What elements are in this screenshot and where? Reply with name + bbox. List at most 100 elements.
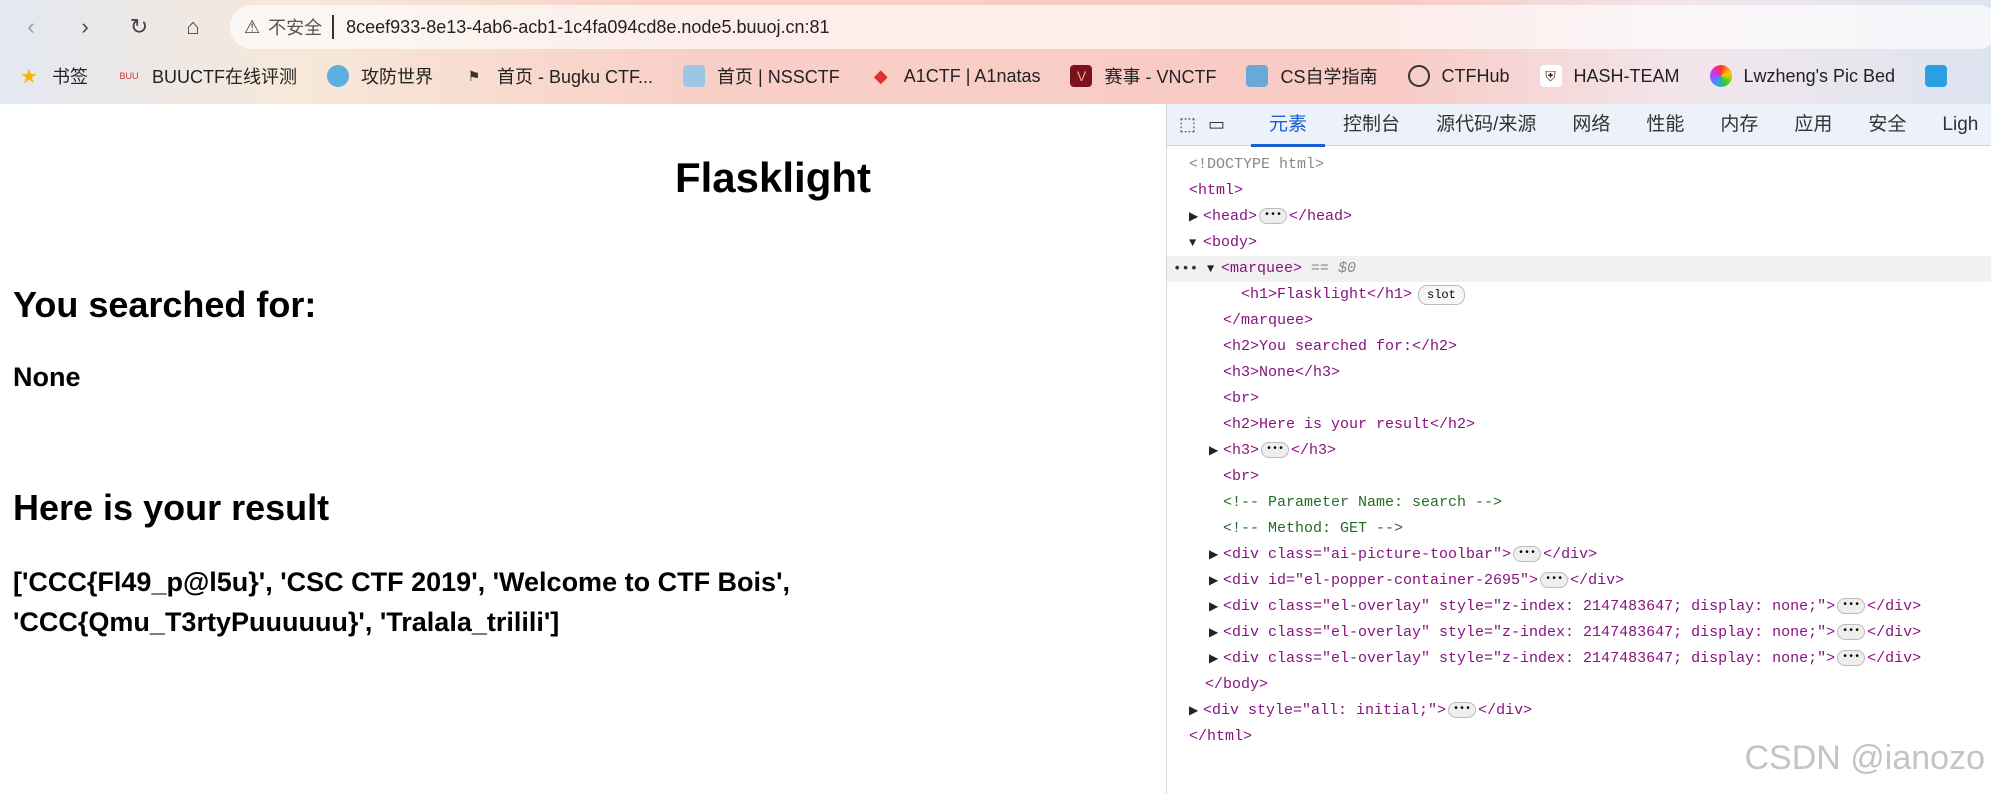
web-page: Flasklight You searched for: None Here i… xyxy=(0,104,1166,794)
ellipsis-icon[interactable]: ••• xyxy=(1261,442,1290,459)
dom-node[interactable]: ▶<div class="el-overlay" style="z-index:… xyxy=(1167,594,1991,620)
dom-node[interactable]: ▶<div class="el-overlay" style="z-index:… xyxy=(1167,646,1991,672)
dom-node[interactable]: <h2>Here is your result</h2> xyxy=(1223,416,1476,433)
bookmark-item[interactable]: CTFHub xyxy=(1407,65,1510,87)
device-toolbar-icon[interactable]: ▭ xyxy=(1208,114,1226,134)
expand-triangle-icon[interactable]: ▶ xyxy=(1189,210,1199,224)
dom-node[interactable]: ▶<div id="el-popper-container-2695">•••<… xyxy=(1167,568,1991,594)
expand-triangle-icon[interactable]: ▶ xyxy=(1189,704,1199,718)
ctfhub-icon xyxy=(1407,65,1430,87)
bookmark-item[interactable]: ⛨HASH-TEAM xyxy=(1539,65,1680,87)
ellipsis-icon[interactable]: ••• xyxy=(1448,702,1477,719)
dom-comment[interactable]: <!-- Parameter Name: search --> xyxy=(1223,494,1503,511)
tab-performance[interactable]: 性能 xyxy=(1646,113,1685,135)
ellipsis-icon[interactable]: ••• xyxy=(1837,624,1866,641)
dom-node[interactable]: <h2>You searched for:</h2> xyxy=(1223,338,1458,355)
collapse-triangle-icon[interactable]: ▼ xyxy=(1189,236,1197,250)
tab-console[interactable]: 控制台 xyxy=(1343,113,1401,135)
bugku-icon: ⚑ xyxy=(467,67,481,84)
watermark: CSDN @ianozo xyxy=(1744,739,1986,777)
address-bar[interactable]: ⚠ 不安全 8ceef933-8e13-4ab6-acb1-1c4fa094cd… xyxy=(230,5,1991,49)
cs-icon xyxy=(1246,65,1269,87)
tab-memory[interactable]: 内存 xyxy=(1720,113,1759,135)
back-button[interactable]: ‹ xyxy=(27,14,35,39)
ellipsis-icon[interactable]: ••• xyxy=(1259,208,1288,225)
dom-node[interactable]: ▶<div style="all: initial;">•••</div> xyxy=(1167,698,1991,724)
result-line: 'CCC{Qmu_T3rtyPuuuuuu}', 'Tralala_trilil… xyxy=(13,607,560,637)
buuctf-icon: BUU xyxy=(119,71,139,81)
nssctf-icon xyxy=(683,65,706,87)
warning-icon: ⚠ xyxy=(244,16,261,37)
adworld-icon xyxy=(327,65,349,87)
vnctf-icon: V xyxy=(1070,65,1093,87)
dom-node-selected[interactable]: •••▼<marquee> == $0 xyxy=(1167,256,1991,282)
dom-node[interactable]: ▶<div class="el-overlay" style="z-index:… xyxy=(1167,620,1991,646)
tab-sources[interactable]: 源代码/来源 xyxy=(1436,113,1537,135)
result-line: ['CCC{Fl49_p@l5u}', 'CSC CTF 2019', 'Wel… xyxy=(13,567,790,597)
bookmark-item[interactable]: 首页 | NSSCTF xyxy=(683,63,840,89)
dom-comment[interactable]: <!-- Method: GET --> xyxy=(1223,520,1404,537)
divider xyxy=(332,15,335,39)
dom-tree: <!DOCTYPE html> <html> ▶<head>•••</head>… xyxy=(1167,146,1991,750)
slot-badge[interactable]: slot xyxy=(1418,285,1465,305)
home-button[interactable]: ⌂ xyxy=(186,14,200,39)
tab-security[interactable]: 安全 xyxy=(1868,113,1907,135)
dom-node[interactable]: <br> xyxy=(1223,468,1260,485)
forward-button[interactable]: › xyxy=(81,14,89,39)
dom-node[interactable]: </body> xyxy=(1205,676,1269,693)
dom-node[interactable]: ▶<div class="ai-picture-toolbar">•••</di… xyxy=(1167,542,1991,568)
dom-node[interactable]: </marquee> xyxy=(1223,312,1314,329)
tab-application[interactable]: 应用 xyxy=(1794,113,1833,135)
insecure-label[interactable]: 不安全 xyxy=(268,18,323,38)
expand-triangle-icon[interactable]: ▶ xyxy=(1209,548,1219,562)
bookmark-item[interactable]: ★书签 xyxy=(18,63,88,89)
more-icon[interactable]: ••• xyxy=(1173,261,1199,277)
dom-node[interactable]: <html> xyxy=(1189,182,1244,199)
reload-button[interactable]: ↻ xyxy=(129,14,149,39)
bookmark-item[interactable]: CS自学指南 xyxy=(1246,63,1378,89)
bookmark-item[interactable]: ◆A1CTF | A1natas xyxy=(870,65,1041,87)
dom-node[interactable]: <!DOCTYPE html> xyxy=(1189,156,1325,173)
expand-triangle-icon[interactable]: ▶ xyxy=(1209,444,1219,458)
dom-node[interactable]: ▶<h3>•••</h3> xyxy=(1167,438,1991,464)
dom-node[interactable]: <h1>Flasklight</h1>slot xyxy=(1167,282,1991,308)
dom-node[interactable]: ▼<body> xyxy=(1167,230,1991,256)
expand-triangle-icon[interactable]: ▶ xyxy=(1209,652,1219,666)
searched-value: None xyxy=(13,362,81,392)
devtools-tabbar: ⬚ ▭ 元素 控制台 源代码/来源 网络 性能 内存 应用 安全 Ligh xyxy=(1167,104,1991,147)
url-text[interactable]: 8ceef933-8e13-4ab6-acb1-1c4fa094cd8e.nod… xyxy=(346,16,830,37)
bookmark-item[interactable]: Lwzheng's Pic Bed xyxy=(1709,65,1895,87)
star-icon: ★ xyxy=(20,65,38,88)
tab-lighthouse[interactable]: Ligh xyxy=(1942,113,1979,135)
dom-node[interactable]: <h3>None</h3> xyxy=(1223,364,1341,381)
result-text: ['CCC{Fl49_p@l5u}', 'CSC CTF 2019', 'Wel… xyxy=(13,562,1013,642)
bilibili-icon xyxy=(1925,65,1948,87)
ellipsis-icon[interactable]: ••• xyxy=(1540,572,1569,589)
expand-triangle-icon[interactable]: ▶ xyxy=(1209,600,1219,614)
dom-node[interactable]: </html> xyxy=(1189,728,1253,745)
browser-chrome: ‹ › ↻ ⌂ ⚠ 不安全 8ceef933-8e13-4ab6-acb1-1c… xyxy=(0,0,1991,104)
bookmark-item[interactable]: ⚑首页 - Bugku CTF... xyxy=(463,63,653,89)
dom-node[interactable]: <br> xyxy=(1223,390,1260,407)
expand-triangle-icon[interactable]: ▶ xyxy=(1209,574,1219,588)
a1ctf-icon: ◆ xyxy=(873,65,888,86)
dom-node[interactable]: ▶<head>•••</head> xyxy=(1167,204,1991,230)
picbed-icon xyxy=(1709,65,1732,87)
ellipsis-icon[interactable]: ••• xyxy=(1837,598,1866,615)
tab-elements[interactable]: 元素 xyxy=(1251,104,1326,147)
expand-triangle-icon[interactable]: ▶ xyxy=(1209,626,1219,640)
searched-heading: You searched for: xyxy=(13,284,317,325)
page-title: Flasklight xyxy=(674,154,872,201)
tab-network[interactable]: 网络 xyxy=(1572,113,1611,135)
collapse-triangle-icon[interactable]: ▼ xyxy=(1207,262,1215,276)
devtools-panel: ⬚ ▭ 元素 控制台 源代码/来源 网络 性能 内存 应用 安全 Ligh <!… xyxy=(1166,104,1991,794)
bookmark-item[interactable]: 攻防世界 xyxy=(327,63,433,89)
inspect-element-icon[interactable]: ⬚ xyxy=(1179,114,1197,134)
ellipsis-icon[interactable]: ••• xyxy=(1513,546,1542,563)
ellipsis-icon[interactable]: ••• xyxy=(1837,650,1866,667)
bookmark-item[interactable] xyxy=(1925,65,1959,87)
result-heading: Here is your result xyxy=(13,487,330,528)
